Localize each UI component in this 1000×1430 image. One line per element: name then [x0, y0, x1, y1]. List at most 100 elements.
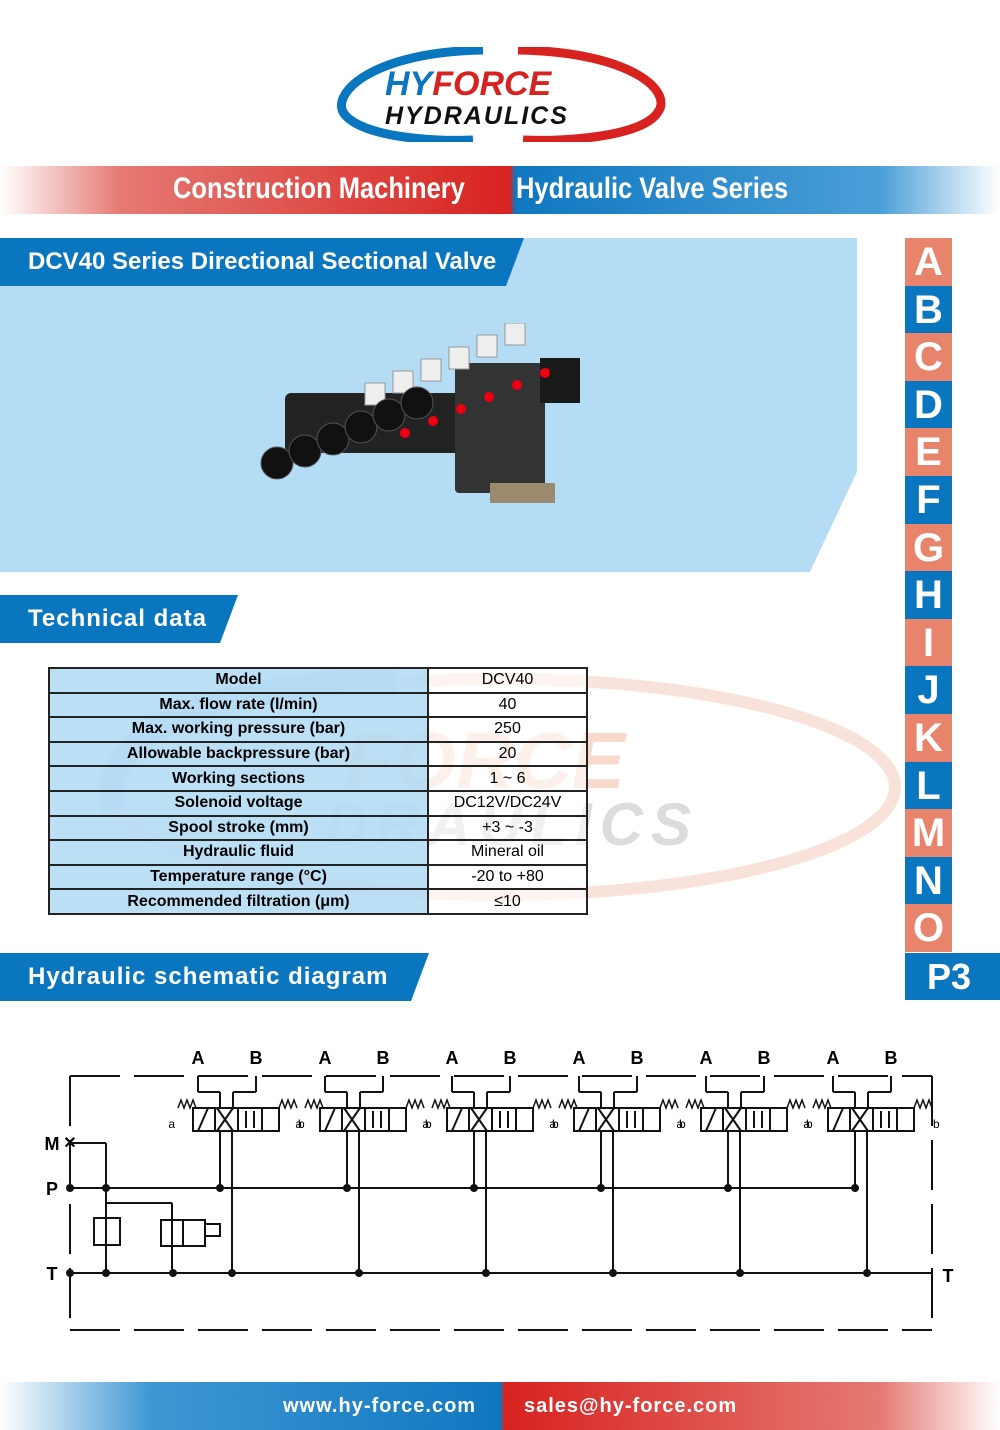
- junction-dot: [851, 1184, 859, 1192]
- chapter-tab-i[interactable]: I: [905, 618, 952, 667]
- port-label: T: [47, 1264, 58, 1284]
- spec-value: 1 ~ 6: [427, 765, 588, 792]
- chapter-tab-m[interactable]: M: [905, 809, 952, 857]
- svg-text:a: a: [549, 1117, 556, 1131]
- chapter-tab-j[interactable]: J: [905, 666, 952, 714]
- logo-hy: HY: [385, 65, 436, 103]
- banner-left-text: Construction Machinery: [173, 172, 465, 205]
- port-label: B: [758, 1048, 771, 1068]
- table-row: Spool stroke (mm)+3 ~ -3: [48, 814, 588, 842]
- chapter-tab-o[interactable]: O: [905, 904, 952, 952]
- port-label: B: [885, 1048, 898, 1068]
- banner-right-text: Hydraulic Valve Series: [516, 172, 789, 205]
- chapter-tab-b[interactable]: B: [905, 285, 952, 334]
- port-label: A: [192, 1048, 205, 1068]
- port-label: P: [46, 1179, 58, 1199]
- chapter-tab-n[interactable]: N: [905, 856, 952, 905]
- spec-label: Working sections: [48, 765, 429, 792]
- svg-text:b: b: [679, 1117, 686, 1131]
- chapter-tab-a[interactable]: A: [905, 238, 952, 286]
- directional-valve-symbol: [700, 1107, 788, 1132]
- chapter-tab-c[interactable]: C: [905, 333, 952, 381]
- directional-valve-symbol: [319, 1107, 407, 1132]
- spec-label: Solenoid voltage: [48, 789, 429, 817]
- spec-label: Spool stroke (mm): [48, 814, 429, 842]
- chapter-tab-l[interactable]: L: [905, 761, 952, 810]
- relief-valve-symbol: [93, 1217, 121, 1246]
- chapter-tab-h[interactable]: H: [905, 571, 952, 619]
- svg-text:a: a: [676, 1117, 683, 1131]
- spec-value: DC12V/DC24V: [427, 789, 588, 817]
- valve-product-image: [260, 323, 580, 503]
- junction-dot: [343, 1184, 351, 1192]
- spec-value: -20 to +80: [427, 863, 588, 891]
- junction-dot: [228, 1269, 236, 1277]
- svg-text:a: a: [168, 1117, 175, 1131]
- junction-dot: [724, 1184, 732, 1192]
- spec-label: Model: [48, 667, 429, 694]
- spec-label: Hydraulic fluid: [48, 839, 429, 866]
- logo-hydraulics: HYDRAULICS: [385, 102, 569, 130]
- port-label: A: [700, 1048, 713, 1068]
- junction-dot: [102, 1184, 110, 1192]
- svg-text:a: a: [422, 1117, 429, 1131]
- chapter-tab-f[interactable]: F: [905, 475, 952, 524]
- junction-dot: [863, 1269, 871, 1277]
- junction-dot: [470, 1184, 478, 1192]
- svg-text:HYFORCE: HYFORCE: [385, 65, 553, 103]
- spec-label: Allowable backpressure (bar): [48, 740, 429, 768]
- logo-force: FORCE: [432, 65, 552, 103]
- junction-dot: [482, 1269, 490, 1277]
- series-banner: Construction Machinery Hydraulic Valve S…: [0, 166, 1000, 214]
- directional-valve-symbol: [446, 1107, 534, 1132]
- junction-dot: [102, 1269, 110, 1277]
- port-label: A: [446, 1048, 459, 1068]
- junction-dot: [355, 1269, 363, 1277]
- table-row: Allowable backpressure (bar)20: [48, 740, 588, 768]
- chapter-tab-k[interactable]: K: [905, 713, 952, 762]
- chapter-tab-d[interactable]: D: [905, 380, 952, 429]
- port-label: B: [250, 1048, 263, 1068]
- product-image-panel: [0, 238, 857, 572]
- footer-bar: www.hy-force.com sales@hy-force.com: [0, 1382, 1000, 1430]
- tech-section-header: Technical data: [0, 595, 238, 643]
- svg-text:b: b: [425, 1117, 432, 1131]
- spec-label: Temperature range (°C): [48, 863, 429, 891]
- svg-text:b: b: [933, 1117, 940, 1131]
- port-label: M: [45, 1134, 60, 1154]
- website-link[interactable]: www.hy-force.com: [283, 1395, 477, 1417]
- page-number: P3: [905, 953, 1000, 1000]
- junction-dot: [609, 1269, 617, 1277]
- directional-valve-symbol: [192, 1107, 280, 1132]
- svg-text:b: b: [298, 1117, 305, 1131]
- table-row: Max. working pressure (bar)250: [48, 716, 588, 743]
- svg-text:b: b: [552, 1117, 559, 1131]
- port-label: B: [504, 1048, 517, 1068]
- junction-dot: [66, 1269, 74, 1277]
- email-link[interactable]: sales@hy-force.com: [524, 1395, 738, 1417]
- product-title: DCV40 Series Directional Sectional Valve: [28, 248, 497, 275]
- chapter-tab-g[interactable]: G: [905, 523, 952, 572]
- hyforce-logo: HYFORCE HYDRAULICS: [337, 47, 666, 142]
- spec-value: Mineral oil: [427, 839, 588, 866]
- chapter-tab-e[interactable]: E: [905, 428, 952, 476]
- product-section-header: DCV40 Series Directional Sectional Valve: [0, 238, 524, 286]
- port-label: B: [631, 1048, 644, 1068]
- spec-value: 40: [427, 691, 588, 719]
- table-row: Recommended filtration (μm)≤10: [48, 888, 588, 915]
- junction-dot: [66, 1184, 74, 1192]
- port-label: A: [573, 1048, 586, 1068]
- spec-value: 20: [427, 740, 588, 768]
- directional-valve-symbol: [827, 1107, 915, 1132]
- spec-value: +3 ~ -3: [427, 814, 588, 842]
- junction-dot: [216, 1184, 224, 1192]
- schematic-title: Hydraulic schematic diagram: [28, 963, 389, 990]
- spec-label: Max. working pressure (bar): [48, 716, 429, 743]
- spec-value: ≤10: [427, 888, 588, 915]
